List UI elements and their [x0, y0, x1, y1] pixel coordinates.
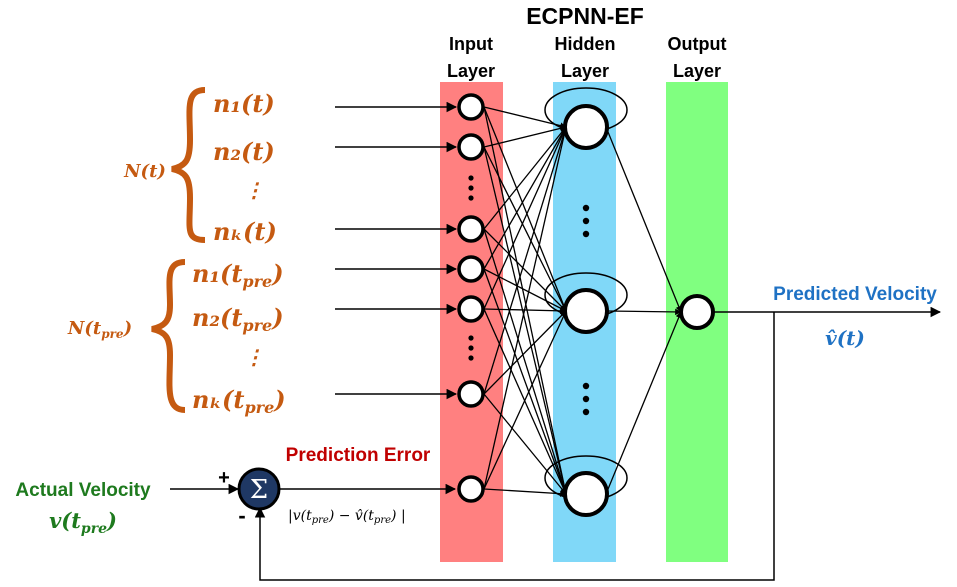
diagram-title: ECPNN-EF [526, 3, 644, 29]
input-group-current: N(t) n₁(t) n₂(t) ⋮ nₖ(t) [123, 87, 277, 246]
input-node-7 [457, 475, 485, 503]
connection-input1-hidden1 [483, 106, 567, 129]
item-n1-t: n₁(t) [213, 89, 275, 118]
predicted-velocity-label: Predicted Velocity [773, 284, 937, 305]
summation-node: Σ [237, 467, 281, 511]
hidden-layer-label-line2: Layer [561, 61, 609, 81]
item-n2-t: n₂(t) [213, 137, 275, 166]
input-layer-label-line2: Layer [447, 61, 495, 81]
output-node [679, 294, 715, 330]
connection-input4-hidden1 [483, 126, 567, 270]
hidden-node-3 [563, 471, 609, 517]
hidden-ellipsis-dot-1-2 [582, 217, 590, 225]
item-nk-t: nₖ(t) [213, 217, 277, 246]
connection-input6-hidden2 [483, 310, 567, 395]
connection-input6-hidden3 [483, 393, 567, 495]
input-group-previous: N(tpre) n₁(tpre) n₂(tpre) ⋮ nₖ(tpre) [67, 259, 286, 417]
item-n1-tpre: n₁(tpre) [192, 259, 284, 291]
brace-current [171, 87, 206, 243]
connection-input7-hidden3 [483, 488, 567, 497]
connection-input2-hidden2 [483, 146, 567, 312]
connection-input2-hidden3 [483, 146, 568, 495]
nodes [457, 93, 715, 517]
hidden-ellipsis-dot-2-1 [582, 382, 590, 390]
hidden-node-2 [563, 288, 609, 334]
output-layer-label-line2: Layer [673, 61, 721, 81]
hidden-layer-label-line1: Hidden [555, 34, 616, 54]
feedback-loop-line [254, 312, 775, 581]
hidden-ellipsis-dot-1-1 [582, 204, 590, 212]
connection-input4-hidden2 [483, 268, 567, 312]
item-dots-tpre: ⋮ [244, 345, 264, 369]
prediction-error-label: Prediction Error [286, 445, 431, 466]
hidden-ellipsis-dot-1-3 [582, 230, 590, 238]
hidden-ellipsis-dot-2-3 [582, 408, 590, 416]
connection-hidden2-output [605, 308, 682, 316]
prediction-error-formula: |v(tpre) − v̂(tpre) | [288, 508, 406, 526]
connection-hidden1-output [605, 126, 682, 313]
input-node-6 [457, 380, 485, 408]
group-current-label: N(t) [123, 161, 166, 182]
minus-sign: - [238, 503, 245, 528]
item-dots-t: ⋮ [244, 178, 264, 202]
connection-input5-hidden1 [483, 126, 567, 310]
actual-velocity-label: Actual Velocity [15, 480, 151, 501]
connection-input3-hidden3 [483, 228, 568, 495]
item-n2-tpre: n₂(tpre) [192, 303, 284, 335]
input-node-1 [457, 93, 485, 121]
input-ellipsis-dot-1-3 [468, 195, 474, 201]
connection-input3-hidden1 [483, 126, 567, 230]
plus-sign: + [218, 467, 230, 489]
connection-input1-hidden3 [483, 106, 568, 495]
sigma-icon: Σ [250, 475, 268, 505]
connection-input3-hidden2 [483, 228, 567, 312]
predicted-velocity-symbol: v̂(t) [825, 326, 865, 350]
brace-previous [151, 259, 186, 413]
connection-input2-hidden1 [483, 125, 567, 148]
connection-input6-hidden1 [483, 126, 568, 395]
input-ellipsis-dot-1-2 [468, 185, 474, 191]
input-ellipsis-dot-2-1 [468, 335, 474, 341]
input-node-4 [457, 255, 485, 283]
actual-velocity-symbol: v(tpre) [49, 508, 117, 537]
input-node-5 [457, 295, 485, 323]
item-nk-tpre: nₖ(tpre) [192, 385, 286, 417]
input-ellipsis-dot-1-1 [468, 175, 474, 181]
hidden-node-1 [563, 104, 609, 150]
connections [483, 106, 682, 497]
group-previous-label: N(tpre) [67, 318, 132, 341]
input-node-3 [457, 215, 485, 243]
connection-input4-hidden3 [483, 268, 568, 495]
input-layer-label-line1: Input [449, 34, 493, 54]
input-ellipsis-dot-2-2 [468, 345, 474, 351]
connection-input7-hidden1 [483, 126, 568, 490]
input-node-2 [457, 133, 485, 161]
output-layer-label-line1: Output [668, 34, 727, 54]
input-arrows [335, 101, 458, 400]
hidden-ellipsis-dot-2-2 [582, 395, 590, 403]
connection-input1-hidden2 [483, 106, 567, 312]
connection-input7-hidden2 [483, 310, 567, 490]
input-ellipsis-dot-2-3 [468, 355, 474, 361]
